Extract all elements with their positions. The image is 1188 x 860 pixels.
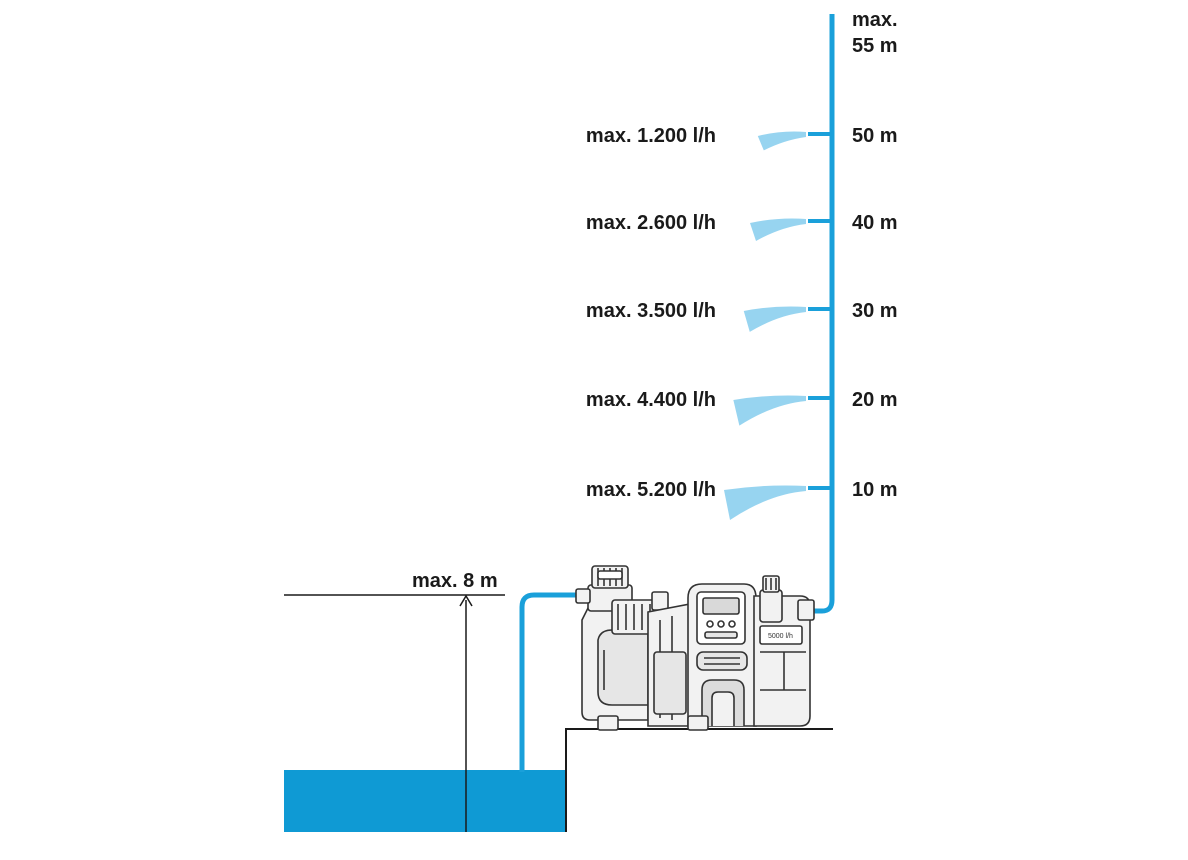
pump-mid-connector: [651, 591, 669, 611]
outlet-flow-label: max. 1.200 l/h: [586, 125, 716, 147]
garden-pump: [575, 565, 815, 731]
water-reservoir: [284, 770, 566, 832]
outlets: [724, 131, 832, 520]
outlet-flow-label: max. 5.200 l/h: [586, 479, 716, 501]
pump-control-button: [728, 620, 736, 628]
pump-display-screen: [702, 597, 740, 615]
pump-display-text: 5000 l/h: [768, 633, 793, 640]
water-spray: [757, 131, 806, 151]
outlet-height-label: 40 m: [852, 212, 898, 234]
ground-step: [565, 728, 833, 832]
outlet-flow-label: max. 2.600 l/h: [586, 212, 716, 234]
pump-outlet-connector: [797, 599, 815, 621]
pump-filter-housing-front: [597, 629, 649, 706]
outlet-height-label: 10 m: [852, 479, 898, 501]
pressure-pipe: [813, 14, 835, 614]
max-height-label: max.: [852, 9, 898, 31]
outlet-labels: 50 m max. 1.200 l/h 40 m max. 2.600 l/h 30 m…: [586, 125, 898, 501]
water-spray: [743, 306, 806, 332]
water-spray: [733, 395, 806, 426]
suction-pipe: [519, 592, 578, 772]
pump-foot-left: [597, 715, 619, 731]
water-spray: [750, 218, 806, 241]
pump-handle-inner: [711, 691, 735, 726]
outlet-height-label: 30 m: [852, 300, 898, 322]
outlet-flow-label: max. 3.500 l/h: [586, 300, 716, 322]
pump-foot-right: [687, 715, 709, 731]
outlet-height-label: 20 m: [852, 389, 898, 411]
pump-grille: [696, 651, 748, 671]
pump-control-button: [717, 620, 725, 628]
outlet-flow-label: max. 4.400 l/h: [586, 389, 716, 411]
suction-height-label: max. 8 m: [412, 570, 498, 592]
pump-filter-lid-cap: [597, 570, 623, 580]
pump-label-area: [759, 625, 803, 645]
max-height-value: 55 m: [852, 35, 898, 57]
pump-pressure-switch: [759, 589, 783, 623]
outlet-height-label: 50 m: [852, 125, 898, 147]
suction-height-arrow-head: [459, 594, 473, 607]
pump-indicator-bar: [704, 631, 738, 639]
water-spray: [724, 485, 806, 520]
pump-control-button: [706, 620, 714, 628]
pump-motor-panel: [653, 651, 687, 715]
pump-inlet-connector: [575, 588, 591, 604]
